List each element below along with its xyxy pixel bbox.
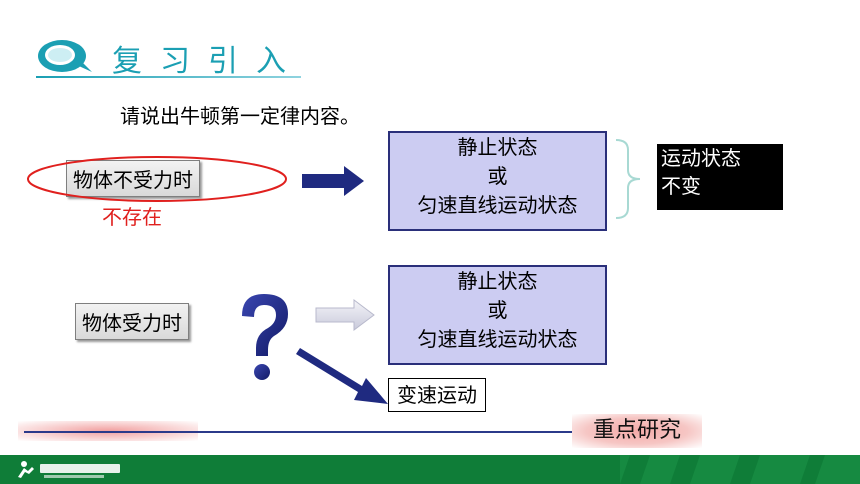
publisher-logo-icon bbox=[18, 461, 120, 478]
result-line-1: 运动状态 bbox=[661, 146, 741, 170]
faded-right-arrow-icon bbox=[315, 299, 375, 331]
state-line-uniform-2: 匀速直线运动状态 bbox=[417, 327, 578, 351]
state-line-or-2: 或 bbox=[487, 298, 508, 322]
state-line-or: 或 bbox=[487, 164, 508, 188]
right-arrow-icon bbox=[302, 166, 364, 196]
state-line-uniform: 匀速直线运动状态 bbox=[417, 193, 578, 217]
rest-or-uniform-motion-box: 静止状态 或 匀速直线运动状态 bbox=[388, 131, 607, 231]
right-brace-icon bbox=[615, 139, 641, 219]
chat-bubble-logo-icon bbox=[38, 40, 92, 72]
state-line-rest-2: 静止状态 bbox=[457, 269, 538, 293]
not-exist-note: 不存在 bbox=[102, 205, 162, 229]
footer-stripes bbox=[620, 455, 860, 484]
diagonal-arrow-icon bbox=[296, 348, 388, 404]
title-underline bbox=[36, 76, 301, 78]
variable-motion-box: 变速运动 bbox=[388, 378, 486, 412]
state-line-rest: 静止状态 bbox=[457, 135, 538, 159]
no-force-label: 物体不受力时 bbox=[66, 160, 200, 197]
intro-question: 请说出牛顿第一定律内容。 bbox=[120, 104, 360, 128]
question-mark-icon bbox=[242, 294, 288, 380]
divider-line bbox=[24, 431, 572, 433]
rest-or-uniform-motion-box-2: 静止状态 或 匀速直线运动状态 bbox=[388, 265, 607, 365]
motion-state-unchanged-box: 运动状态 不变 bbox=[657, 144, 783, 210]
section-title: 复习引入 bbox=[112, 44, 304, 79]
force-label: 物体受力时 bbox=[75, 303, 189, 340]
red-highlight-oval bbox=[27, 156, 287, 202]
result-line-2: 不变 bbox=[661, 174, 701, 198]
key-research-label: 重点研究 bbox=[572, 414, 702, 448]
